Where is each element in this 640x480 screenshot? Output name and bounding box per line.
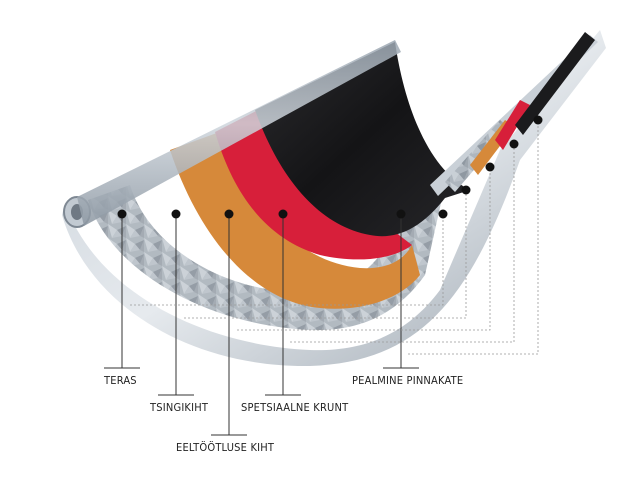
gutter-outer-shell (62, 30, 606, 367)
label-steel: TERAS (104, 374, 137, 387)
label-topcoat: PEALMINE PINNAKATE (352, 374, 464, 387)
layer-markers (117, 115, 543, 219)
label-pretreatment: EELTÖÖTLUSE KIHT (176, 441, 275, 454)
right-edge-black (515, 32, 595, 135)
right-edge-red (495, 100, 530, 150)
dashed-connectors (130, 120, 539, 355)
label-zinc: TSINGIKIHT (150, 401, 209, 414)
primer-band (215, 108, 412, 260)
label-primer: SPETSIAALNE KRUNT (241, 401, 349, 414)
